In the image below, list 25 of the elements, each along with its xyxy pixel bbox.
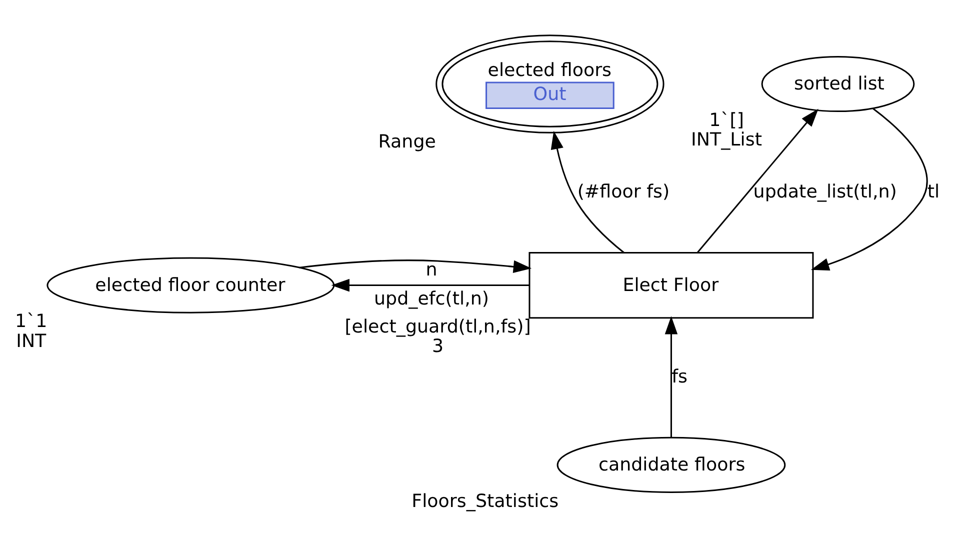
edge-label: fs xyxy=(672,366,688,387)
node-label: 1`[] xyxy=(709,109,744,130)
node-label: [elect_guard(tl,n,fs)] xyxy=(344,316,531,337)
node-label: INT xyxy=(16,330,46,352)
edge-label: update_list(tl,n) xyxy=(753,181,897,202)
node-label: 1`1 xyxy=(15,310,48,332)
node-label: Range xyxy=(378,131,436,152)
arrow xyxy=(299,259,532,273)
node-ellipse: sorted list xyxy=(761,55,915,112)
edge-label: n xyxy=(426,259,438,280)
node-label: Floors_Statistics xyxy=(412,490,559,512)
edge-label: upd_efc(tl,n) xyxy=(374,288,490,309)
arrow xyxy=(810,107,928,270)
arrow xyxy=(550,130,624,253)
arrow xyxy=(697,108,818,252)
arrow xyxy=(664,316,678,437)
node-ellipse: elected floors Out xyxy=(436,34,664,133)
node-label: INT_List xyxy=(691,129,762,150)
node-label: 3 xyxy=(432,336,444,357)
arrow xyxy=(331,278,530,292)
node-ellipse: elected floor counter xyxy=(46,256,335,313)
edge-label: (#floor fs) xyxy=(577,181,670,202)
node-box: Elect Floor xyxy=(528,251,814,318)
node-ellipse: candidate floors xyxy=(556,436,786,492)
edge-label: tl xyxy=(927,181,940,202)
